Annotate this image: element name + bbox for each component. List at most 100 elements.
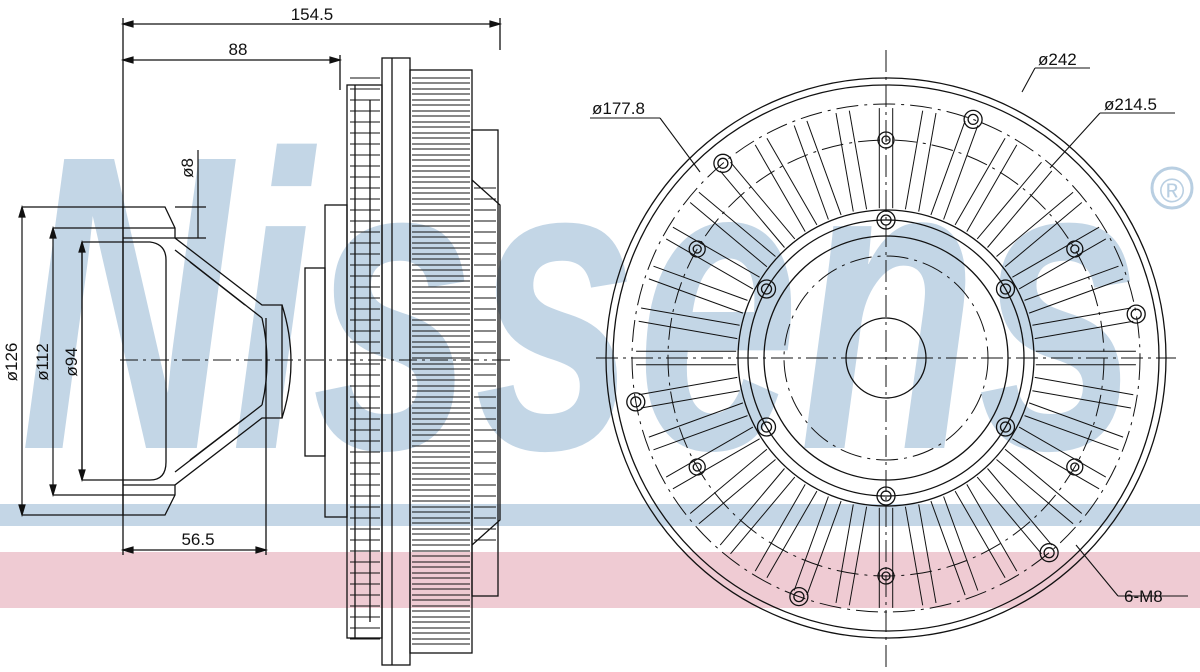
front-dimension-labels: ø242 ø214.5 ø177.8 6-M8 (592, 50, 1163, 606)
bolt-hole-inner (793, 590, 805, 603)
radial-fin-line (730, 476, 796, 555)
radial-fin-line (672, 226, 760, 278)
dim-flange-inner: ø94 (62, 347, 81, 376)
bolt-hole-inner (881, 571, 891, 581)
bolt-hole-inner (760, 421, 773, 433)
radial-fin-line (1034, 320, 1134, 340)
radial-fin-line (966, 144, 1018, 232)
bolt-hole (1039, 543, 1059, 563)
radial-fin-line (1004, 202, 1083, 268)
bolt-hole (877, 567, 895, 585)
dim-pcd-large: ø214.5 (1104, 95, 1157, 114)
front-holes (626, 109, 1146, 607)
dim-flange-pcd: ø112 (33, 343, 52, 381)
watermark-text: Nissens (20, 69, 1140, 538)
radial-fin-line (1004, 448, 1083, 514)
radial-fin-line (835, 113, 854, 212)
radial-fin-line (918, 113, 937, 212)
bolt-hole-inner (717, 157, 729, 169)
bolt-hole (756, 279, 777, 299)
side-dimension-labels: 154.5 88 56.5 ø8 ø126 ø112 ø94 (2, 5, 333, 549)
radial-fin-line (943, 125, 979, 220)
bolt-hole (1066, 458, 1084, 476)
bolt-hole-inner (760, 283, 773, 295)
radial-fin-line (996, 191, 1074, 257)
dim-flange-outer: ø126 (2, 343, 21, 382)
radial-fin-line (1024, 265, 1119, 301)
radial-fin-line (996, 459, 1074, 525)
radial-fin-line (719, 468, 785, 546)
radial-fin-line (930, 120, 966, 216)
dim-pcd-small: ø177.8 (592, 99, 645, 118)
radial-fin-line (930, 500, 966, 596)
radial-fin-line (1034, 376, 1134, 396)
radial-fin-line (918, 504, 937, 603)
bolt-hole-inner (967, 113, 979, 126)
bolt-hole (1126, 304, 1146, 324)
dim-overall-length: 154.5 (291, 5, 334, 24)
radial-fin-line (976, 476, 1042, 555)
radial-fin-line (653, 415, 748, 451)
radial-fin-line (987, 170, 1053, 248)
cooling-fins (350, 77, 496, 645)
bolt-hole-inner (1070, 244, 1080, 254)
blue-stripe (0, 504, 1200, 526)
radial-fin-line (665, 238, 754, 290)
radial-fin-line (641, 307, 740, 326)
radial-fin-line (638, 376, 738, 396)
bolt-hole-inner (630, 396, 642, 408)
radial-fin-line (848, 110, 868, 210)
radial-fin-line (754, 144, 806, 232)
radial-fin-line (638, 320, 738, 340)
bolt-hole-inner (692, 462, 702, 472)
radial-fin-line (1028, 278, 1124, 314)
radial-fin-line (966, 484, 1018, 572)
bolt-hole (995, 417, 1016, 437)
bolt-hole-inner (1043, 547, 1055, 559)
radial-fin-line (653, 265, 748, 301)
registered-mark: ® (1150, 166, 1194, 210)
bolt-hole-inner (999, 283, 1012, 295)
radial-fin-line (665, 426, 754, 478)
radial-fin-line (641, 390, 740, 409)
side-dimensions (18, 20, 503, 554)
radial-fin-line (1032, 390, 1131, 409)
radial-fin-line (976, 161, 1042, 240)
front-leaders (590, 67, 1188, 597)
bolt-hole-inner (880, 214, 892, 226)
radial-fin-line (943, 496, 979, 591)
radial-fin-line (719, 170, 785, 248)
radial-fin-line (904, 506, 924, 606)
dim-hub-length: 88 (229, 40, 248, 59)
radial-fin-line (672, 438, 760, 490)
radial-fin-line (1018, 238, 1107, 290)
front-view (596, 50, 1176, 668)
nissens-watermark: Nissens (20, 69, 1140, 538)
radial-fin-line (766, 490, 818, 579)
radial-fin-line (698, 459, 776, 525)
radial-fin-line (793, 496, 829, 591)
bolt-hole-inner (881, 135, 891, 145)
pink-stripe (0, 552, 1200, 608)
radial-fin-line (806, 500, 842, 596)
bolt-hole-inner (1070, 462, 1080, 472)
radial-fin-line (766, 137, 818, 226)
bolt-hole-inner (1130, 308, 1142, 320)
radial-fin-line (806, 120, 842, 216)
radial-fin-line (1032, 307, 1131, 326)
bolt-hole (713, 153, 733, 173)
bolt-hole (1066, 240, 1084, 258)
bolt-hole-inner (880, 490, 892, 502)
bolt-hole (995, 279, 1016, 299)
dim-threaded-holes: 6-M8 (1124, 587, 1163, 606)
bolt-hole (626, 392, 646, 412)
radial-fin-line (848, 506, 868, 606)
bolt-hole (876, 210, 896, 230)
bolt-hole-inner (692, 244, 702, 254)
radial-fin-line (987, 468, 1053, 546)
radial-fin-line (698, 191, 776, 257)
bolt-hole (963, 109, 983, 130)
bolt-hole-inner (999, 421, 1012, 433)
bolt-hole (756, 417, 777, 437)
radial-fin-line (754, 484, 806, 572)
